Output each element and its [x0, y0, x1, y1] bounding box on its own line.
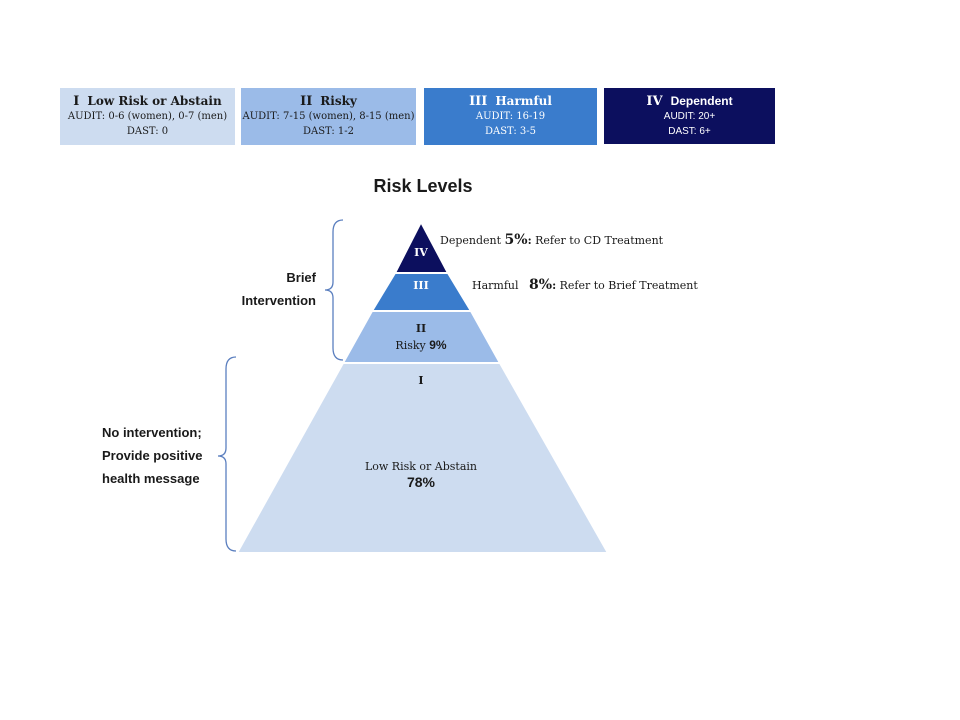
callout-action: Refer to Brief Treatment — [559, 279, 698, 292]
callout-name: Dependent — [440, 234, 502, 247]
legend-box-harmful: III Harmful AUDIT: 16-19 DAST: 3-5 — [424, 88, 597, 145]
legend-dast-range: DAST: 3-5 — [484, 126, 537, 137]
legend-numeral: IV — [646, 94, 663, 109]
legend-numeral: I — [73, 94, 80, 109]
tier-3-numeral: III — [413, 279, 428, 292]
no-intervention-line: No intervention; — [102, 425, 202, 440]
legend-heading: IV Dependent — [604, 94, 775, 109]
legend-box-dependent: IV Dependent AUDIT: 20+ DAST: 6+ — [604, 88, 775, 144]
legend-numeral: II — [300, 94, 313, 109]
tier-2-percent: 9% — [429, 338, 447, 352]
legend-heading: I Low Risk or Abstain — [60, 94, 235, 109]
callout-percent: 8% — [529, 277, 553, 293]
legend-name: Dependent — [670, 94, 733, 108]
callout-percent: 5% — [504, 232, 528, 248]
tier-4-numeral: IV — [414, 246, 428, 259]
callout-name: Harmful — [472, 279, 519, 292]
legend-heading: II Risky — [241, 94, 416, 109]
brief-intervention-label: Brief Intervention — [220, 266, 316, 312]
pyramid-tier-1 — [235, 362, 610, 554]
tier-2-label: Risky 9% — [395, 338, 447, 352]
pyramid-tier-2 — [341, 310, 502, 364]
legend-audit-range: AUDIT: 20+ — [663, 111, 716, 122]
legend-heading: III Harmful — [424, 94, 597, 109]
legend-dast-range: DAST: 1-2 — [302, 126, 355, 137]
harmful-callout: Harmful 8%: Refer to Brief Treatment — [472, 277, 698, 293]
tier-1-percent: 78% — [407, 474, 436, 490]
brief-intervention-bracket — [324, 219, 344, 361]
pyramid-tier-4 — [393, 219, 450, 274]
legend-audit-range: AUDIT: 16-19 — [475, 111, 546, 122]
no-intervention-label: No intervention; Provide positive health… — [102, 421, 232, 490]
callout-action: Refer to CD Treatment — [535, 234, 664, 247]
legend-name: Risky — [320, 94, 357, 108]
legend-numeral: III — [469, 94, 488, 109]
tier-2-name: Risky — [395, 339, 426, 352]
no-intervention-line: health message — [102, 471, 200, 486]
no-intervention-bracket — [217, 356, 237, 552]
legend-box-low-risk: I Low Risk or Abstain AUDIT: 0-6 (women),… — [60, 88, 235, 145]
tier-1-name: Low Risk or Abstain — [365, 460, 477, 473]
legend-audit-range: AUDIT: 7-15 (women), 8-15 (men) — [242, 111, 415, 122]
legend-audit-range: AUDIT: 0-6 (women), 0-7 (men) — [67, 111, 228, 122]
brief-label-line: Brief — [286, 270, 316, 285]
tier-2-numeral: II — [416, 322, 426, 335]
tier-1-numeral: I — [418, 374, 423, 387]
legend-name: Harmful — [495, 94, 552, 108]
legend-name: Low Risk or Abstain — [87, 94, 222, 108]
diagram-title: Risk Levels — [373, 176, 473, 196]
legend-dast-range: DAST: 0 — [126, 126, 169, 137]
no-intervention-line: Provide positive — [102, 448, 203, 463]
brief-label-line: Intervention — [241, 293, 316, 308]
dependent-callout: Dependent 5%: Refer to CD Treatment — [440, 232, 664, 248]
legend-dast-range: DAST: 6+ — [668, 126, 711, 137]
